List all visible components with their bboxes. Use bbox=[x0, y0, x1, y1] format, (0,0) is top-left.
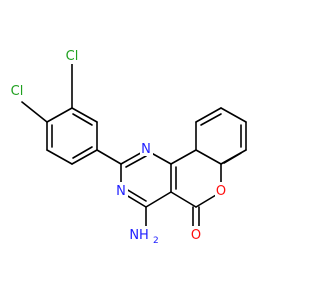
label-mask bbox=[189, 226, 203, 242]
bond bbox=[71, 149, 98, 165]
bond bbox=[46, 149, 73, 165]
bond bbox=[125, 155, 147, 168]
bond bbox=[200, 113, 222, 126]
bond bbox=[220, 107, 247, 123]
chlorine-label: Cl bbox=[11, 84, 24, 99]
bond bbox=[46, 107, 73, 123]
bonds bbox=[21, 63, 247, 237]
label-mask bbox=[130, 226, 158, 252]
label-mask bbox=[215, 182, 228, 198]
carbonyl-oxygen-label: O bbox=[191, 228, 201, 243]
chemical-structure: Cl Cl N N O O NH 2 H bbox=[6, 47, 247, 252]
bond bbox=[195, 107, 222, 123]
nitrogen-label: N bbox=[141, 142, 151, 157]
oxygen-label: O bbox=[216, 184, 226, 199]
nitrogen-label: N bbox=[116, 184, 126, 199]
label-mask bbox=[6, 82, 28, 99]
bond bbox=[145, 191, 172, 208]
bond bbox=[71, 107, 98, 123]
label-mask bbox=[115, 182, 128, 198]
amino-nitrogen: NH bbox=[129, 228, 149, 243]
bond bbox=[195, 149, 222, 165]
bond bbox=[170, 149, 197, 165]
bond bbox=[21, 101, 48, 123]
label-mask bbox=[61, 47, 83, 64]
chlorine-label: Cl bbox=[66, 49, 79, 64]
bond bbox=[125, 188, 147, 202]
amino-group-label: NH 2 bbox=[129, 228, 158, 246]
bond bbox=[96, 149, 122, 165]
bond bbox=[72, 113, 93, 126]
amino-subscript: 2 bbox=[153, 236, 159, 246]
label-mask bbox=[140, 140, 153, 156]
bond bbox=[223, 152, 242, 164]
bond bbox=[170, 191, 197, 208]
bond bbox=[72, 146, 93, 159]
atom-labels: Cl Cl N N O O NH 2 H bbox=[6, 47, 228, 252]
